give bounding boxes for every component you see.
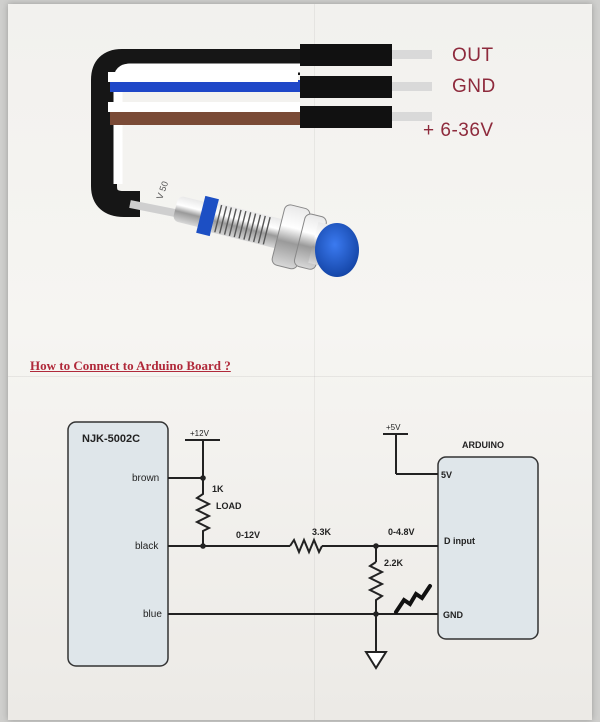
resistor-3-3k: 3.3K: [312, 527, 332, 537]
fold-line-vertical: [314, 4, 315, 720]
voltage-0-12v: 0-12V: [236, 530, 260, 540]
sensor-cap: [315, 223, 359, 277]
sensor-box-title: NJK-5002C: [82, 433, 140, 445]
pin-5v: 5V: [441, 470, 452, 480]
label-out: OUT: [452, 45, 494, 66]
pin-black: black: [135, 541, 159, 552]
wire-white-gap: [108, 102, 300, 112]
junction-divider: [373, 543, 379, 549]
junction-black: [200, 543, 206, 549]
arduino-box-title: ARDUINO: [462, 440, 504, 450]
junction-brown: [200, 475, 206, 481]
wire-tip-out: [392, 50, 432, 59]
pin-gnd: GND: [443, 610, 464, 620]
resistor-1k-label: LOAD: [216, 501, 242, 511]
sensor-body: [173, 195, 340, 270]
label-gnd: GND: [452, 76, 496, 97]
supply-5v: +5V: [386, 423, 401, 432]
arduino-box: [437, 456, 539, 640]
sensor-box: [67, 421, 169, 667]
wire-tip-power: [392, 112, 432, 121]
label-power: + 6-36V: [423, 120, 494, 141]
wiring-schematic: NJK-5002C brown black blue +12V 1K LOAD …: [67, 421, 539, 670]
handwritten-mark: [394, 584, 432, 614]
resistor-1k-value: 1K: [212, 484, 224, 494]
wire-end-out: [300, 44, 392, 66]
wire-end-gnd: [300, 76, 392, 98]
resistor-2-2k: 2.2K: [384, 558, 404, 568]
voltage-0-4-8v: 0-4.8V: [388, 527, 415, 537]
section-title: How to Connect to Arduino Board ?: [30, 358, 231, 373]
pin-blue: blue: [143, 609, 162, 620]
pin-d-input: D input: [444, 536, 475, 546]
wire-white-straight: [108, 72, 298, 82]
sensor-illustration: V 50: [91, 44, 432, 277]
pin-brown: brown: [132, 473, 159, 484]
wire-tip-gnd: [392, 82, 432, 91]
supply-12v: +12V: [190, 429, 210, 438]
junction-gnd: [373, 611, 379, 617]
cable-sheath: [91, 49, 300, 217]
sensor-marking: V 50: [154, 180, 170, 201]
fold-line-horizontal: [8, 376, 592, 377]
wire-end-power: [300, 106, 392, 128]
